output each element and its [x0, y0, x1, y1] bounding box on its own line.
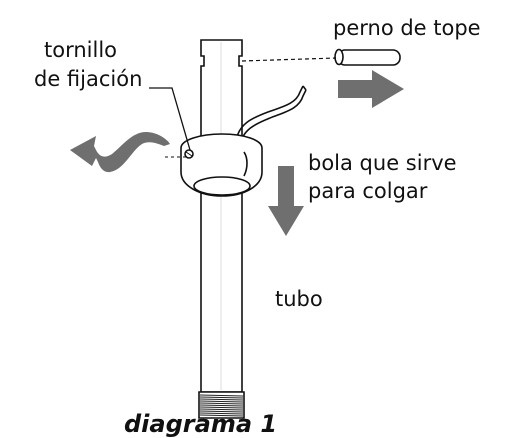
curved-left-arrow-icon: [70, 132, 170, 173]
thread-line: [199, 404, 244, 407]
thread-line: [199, 398, 244, 401]
thread-line: [199, 396, 244, 399]
thread-line: [199, 406, 244, 409]
hanging-ball: [180, 133, 263, 197]
set-screw-label-line1: tornillo: [44, 38, 117, 62]
thread-line: [199, 394, 244, 397]
thread-line: [199, 410, 244, 413]
set-screw: [184, 149, 194, 159]
ball-label-line1: bola que sirve: [308, 151, 457, 175]
ball-label-line2: para colgar: [308, 179, 428, 203]
pipe-label: tubo: [275, 287, 323, 311]
thread-line: [199, 412, 244, 415]
thread-line: [199, 402, 244, 405]
stop-pin-guide: [241, 57, 337, 62]
thread-line: [199, 408, 244, 411]
stop-pin-label: perno de tope: [333, 16, 481, 40]
wire: [235, 85, 307, 147]
pipe-threads: [199, 394, 244, 417]
down-arrow-icon: [268, 166, 304, 236]
diagram-caption: diagrama 1: [124, 410, 277, 438]
set-screw-label-line2: de fijación: [34, 67, 142, 91]
set-screw-leader: [149, 87, 191, 151]
stop-pin: [334, 48, 401, 66]
right-arrow-icon: [338, 70, 404, 108]
thread-line: [199, 400, 244, 403]
lower-pipe: [198, 187, 245, 419]
thread-line: [199, 414, 244, 417]
